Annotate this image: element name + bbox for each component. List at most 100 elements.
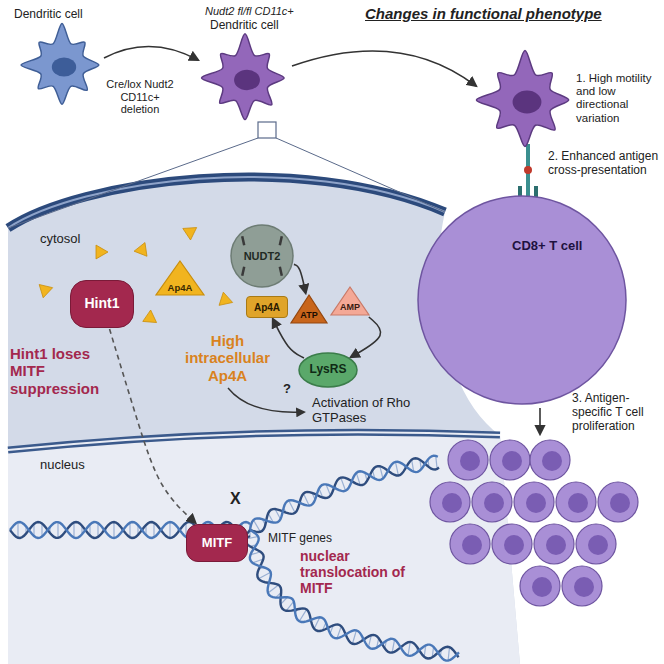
connector (351, 317, 381, 357)
dna-strand (245, 530, 459, 659)
t-cell-nucleus (502, 451, 522, 471)
t-cell (520, 566, 560, 606)
connector (273, 319, 304, 358)
node-text: MITF (202, 536, 232, 550)
nucleus-region (8, 432, 520, 664)
t-cell (430, 482, 470, 522)
node-text: Ap4A (254, 302, 280, 313)
dna-rung (395, 462, 398, 476)
node-text: NUDT2 (244, 250, 281, 262)
question-mark: ? (283, 382, 291, 397)
phenotype-note: 1. High motility and low directional var… (576, 72, 662, 125)
t-cell (576, 524, 616, 564)
dendritic-cell (202, 34, 285, 120)
dna-rung (169, 522, 170, 538)
deletion-cross (242, 267, 244, 276)
arrow-label: Cre/lox Nudt2 CD11c+ deletion (100, 78, 180, 116)
node-shape (417, 195, 627, 405)
gene-label: MITF genes (268, 532, 332, 546)
connector (294, 264, 306, 293)
ap4a-molecule (134, 243, 147, 257)
deletion-arrow (104, 46, 198, 60)
t-cell (556, 482, 596, 522)
genotype-label: Nudt2 fl/fl CD11c+ (205, 5, 294, 18)
dna-rung (341, 478, 346, 491)
protein-blob: Hint1 (70, 280, 134, 328)
cell-membrane (8, 177, 445, 228)
antigen-peptide (524, 166, 532, 174)
cell-label: Dendritic cell (210, 19, 279, 33)
t-cell-nucleus (546, 535, 566, 555)
dna-rung (299, 609, 306, 621)
nuclear-membrane (8, 432, 500, 450)
node-text: ATP (300, 311, 317, 321)
node-text: AMP (340, 303, 360, 313)
node-text: LysRS (310, 363, 347, 376)
t-cell-nucleus (442, 493, 462, 513)
t-cell-nucleus (462, 535, 482, 555)
dna-rung (153, 523, 154, 537)
ap4a-molecule (39, 285, 52, 298)
highlight-note: High intracellular Ap4A (180, 332, 275, 384)
phenotype-arrow (292, 51, 476, 86)
t-cell (472, 482, 512, 522)
dna-strand (250, 456, 438, 530)
dna-rung (73, 522, 74, 537)
t-cell-nucleus (526, 493, 546, 513)
highlight-note: Hint1 loses MITF suppression (10, 345, 105, 397)
dna-rung (448, 647, 449, 660)
dna-rung (17, 522, 18, 538)
deletion-cross (280, 236, 282, 245)
molecule-box: Ap4A (246, 296, 288, 318)
ap4a-molecule (96, 245, 108, 259)
molecule-triangle: AMP (330, 286, 370, 316)
dendritic-cell (21, 23, 99, 104)
dna-rung (258, 572, 270, 579)
transcription-factor: MITF (186, 524, 248, 562)
dna-rung (268, 585, 279, 593)
ap4a-molecule (219, 292, 233, 305)
dna-guide (250, 462, 440, 530)
rho-arrow (228, 388, 304, 412)
compartment-label: nucleus (40, 458, 85, 473)
dna-rung (352, 630, 356, 643)
block-mark: X (230, 490, 241, 508)
cell-nucleus (234, 70, 260, 90)
triangle-outline (156, 261, 204, 295)
dna-rung (97, 523, 98, 537)
highlight-note: nuclear translocation of MITF (300, 548, 428, 596)
enzyme-blob: LysRS (298, 352, 358, 388)
molecule-triangle: ATP (290, 294, 328, 324)
triangle-outline (291, 295, 327, 323)
zoom-box (258, 122, 276, 138)
dendritic-cell (476, 51, 568, 147)
ellipse-outline (231, 225, 293, 287)
nuclear-membrane-inner (8, 432, 500, 450)
t-cell-nucleus (542, 451, 562, 471)
cell-membrane-inner (8, 177, 445, 228)
ellipse-outline (418, 196, 626, 404)
dna-rung (253, 520, 260, 532)
effect-note: Activation of Rho GTPases (312, 396, 412, 426)
t-cell (450, 524, 490, 564)
deletion-cross (242, 236, 244, 245)
proliferation-arrow (539, 408, 541, 434)
cell-nucleus (52, 57, 76, 76)
ellipse-outline (299, 353, 357, 387)
t-cell (530, 440, 570, 480)
enzyme-circle: NUDT2 (230, 224, 294, 288)
dna-rung (129, 523, 130, 538)
zoom-line (276, 138, 445, 212)
zoom-line (8, 138, 258, 228)
dna-rung (57, 522, 58, 538)
t-cell-nucleus (460, 451, 480, 471)
phenotype-note: 2. Enhanced antigen cross-presentation (548, 150, 660, 178)
section-title: Changes in functional phenotype (365, 5, 602, 22)
node-text: CD8+ T cell (512, 239, 582, 253)
ap4a-molecule (143, 310, 157, 323)
t-cell-nucleus (532, 577, 552, 597)
node-text: Hint1 (85, 296, 120, 311)
t-cell (598, 482, 638, 522)
